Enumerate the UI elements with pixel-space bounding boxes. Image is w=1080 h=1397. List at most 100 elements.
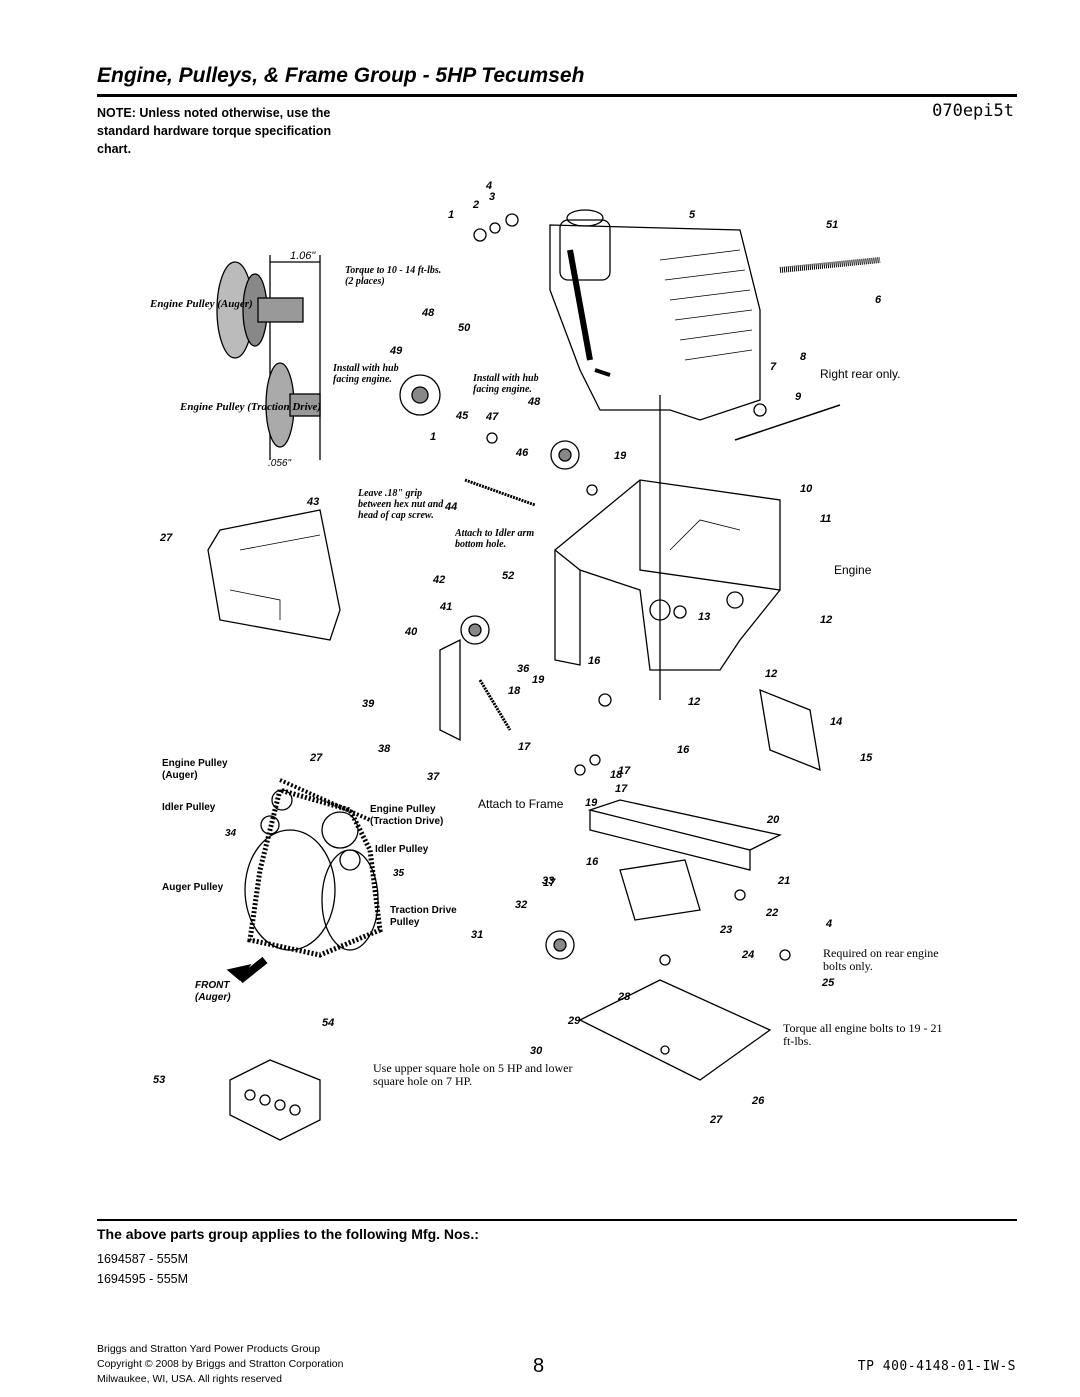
part-label: 4 [825, 918, 832, 930]
part-label: 30 [530, 1045, 543, 1057]
part-label: 27 [709, 1114, 723, 1126]
part-label: 26 [751, 1095, 765, 1107]
part-label: 10 [800, 483, 813, 495]
part-label: 53 [153, 1074, 165, 1086]
part-label: 43 [306, 496, 319, 508]
part-label: 54 [322, 1017, 334, 1029]
part-label: 42 [432, 574, 445, 586]
exploded-parts-diagram: 1.06" .056" Engine Pulley (Auger) Engine… [149, 180, 943, 1141]
part-label: 37 [427, 771, 440, 783]
note-engine: Engine [834, 563, 872, 577]
part-label: 18 [610, 769, 623, 781]
part-label: 14 [830, 716, 842, 728]
part-label: 39 [362, 698, 375, 710]
part-label: 5 [689, 209, 696, 221]
part-label: 47 [485, 411, 499, 423]
part-label: 15 [860, 752, 873, 764]
note-torque-pulley: Torque to 10 - 14 ft-lbs. (2 places) [345, 265, 442, 287]
part-label: 31 [471, 929, 483, 941]
mfg-number: 1694595 - 555M [97, 1272, 189, 1286]
belt-label-idler-pulley: Idler Pulley [162, 802, 216, 813]
mfg-number-list: 1694587 - 555M 1694595 - 555M [97, 1249, 188, 1289]
mfg-number: 1694587 - 555M [97, 1252, 189, 1266]
part-label: 3 [489, 191, 495, 203]
label-engine-pulley-auger: Engine Pulley (Auger) [149, 298, 253, 310]
frame-drawing [553, 479, 781, 671]
dim-bottom: .056" [268, 458, 291, 469]
part-label: 23 [719, 924, 732, 936]
part-label: 17 [615, 783, 628, 795]
part-label: 52 [502, 570, 514, 582]
part-label: 12 [688, 696, 700, 708]
label-engine-pulley-traction: Engine Pulley (Traction Drive) [179, 401, 321, 413]
part-label: 1 [430, 431, 436, 443]
hardware-parts [399, 213, 881, 1055]
part-label: 36 [517, 663, 530, 675]
part-label: 24 [741, 949, 754, 961]
note-torque-all: Torque all engine bolts to 19 - 21 ft-lb… [783, 1022, 943, 1048]
part-label: 29 [567, 1015, 581, 1027]
part-label: 16 [677, 744, 690, 756]
belt-label-34: 34 [225, 828, 237, 839]
belt-label-front: FRONT (Auger) [195, 980, 231, 1003]
part-label: 19 [585, 797, 598, 809]
applies-heading: The above parts group applies to the fol… [97, 1226, 479, 1242]
note-leave-grip: Leave .18" grip between hex nut and head… [358, 488, 444, 521]
belt-label-traction-drive-pulley: Traction Drive Pulley [390, 905, 457, 928]
footer-company: Briggs and Stratton Yard Power Products … [97, 1343, 321, 1355]
belt-label-engine-pulley-traction: Engine Pulley (Traction Drive) [370, 804, 444, 827]
part-label: 11 [820, 513, 831, 525]
part-label: 25 [821, 977, 835, 989]
page-number: 8 [533, 1355, 545, 1377]
part-label: 19 [532, 674, 545, 686]
annotations: Torque to 10 - 14 ft-lbs. (2 places) Ins… [333, 265, 943, 1088]
applies-rule [97, 1219, 1017, 1221]
dim-top: 1.06" [290, 250, 316, 262]
part-label: 28 [617, 991, 631, 1003]
part-label: 38 [378, 743, 391, 755]
part-label: 40 [404, 626, 418, 638]
part-label: 41 [439, 601, 452, 613]
part-label: 6 [875, 294, 882, 306]
part-label: 1 [448, 209, 454, 221]
part-label: 4 [485, 180, 492, 192]
part-label: 32 [515, 899, 527, 911]
tp-number: TP 400-4148-01-IW-S [857, 1359, 1016, 1374]
part-label: 22 [765, 907, 778, 919]
part-label: 46 [515, 447, 529, 459]
part-label: 16 [586, 856, 599, 868]
lower-plates-drawing [229, 799, 782, 1141]
part-label: 27 [309, 752, 323, 764]
part-label: 44 [444, 501, 457, 513]
belt-routing-labels: Engine Pulley (Auger) Idler Pulley 34 En… [162, 758, 457, 1003]
part-label: 50 [458, 322, 471, 334]
note-attach-frame: Attach to Frame [478, 797, 564, 811]
belt-label-idler-pulley-2: Idler Pulley [375, 844, 429, 855]
belt-label-35: 35 [393, 868, 405, 879]
part-label: 48 [527, 396, 541, 408]
part-label: 12 [820, 614, 832, 626]
title-rule [97, 94, 1017, 97]
part-label: 12 [765, 668, 777, 680]
part-label: 48 [421, 307, 435, 319]
note-right-rear: Right rear only. [820, 367, 900, 381]
part-label: 49 [389, 345, 403, 357]
part-label: 17 [543, 877, 556, 889]
part-label: 33 [542, 875, 554, 887]
note-required-rear: Required on rear engine bolts only. [823, 947, 939, 973]
part-label: 20 [766, 814, 780, 826]
part-label: 9 [795, 391, 802, 403]
belt-cover-drawing [207, 509, 341, 641]
part-label: 13 [698, 611, 710, 623]
footer-location: Milwaukee, WI, USA. All rights reserved [97, 1373, 282, 1385]
part-label: 45 [455, 410, 469, 422]
part-label: 51 [826, 219, 838, 231]
note-install-hub-1: Install with hub facing engine. [333, 363, 399, 385]
belt-label-auger-pulley: Auger Pulley [162, 882, 224, 893]
belt-label-engine-pulley-auger: Engine Pulley (Auger) [162, 758, 228, 781]
pulley-dimension-detail: 1.06" .056" Engine Pulley (Auger) Engine… [149, 250, 321, 469]
part-label: 2 [472, 199, 479, 211]
part-number-labels: 1 2 3 4 5 51 6 7 8 9 10 11 12 12 12 13 1… [153, 180, 882, 1126]
part-label: 17 [618, 765, 631, 777]
diagram-code: 070epi5t [932, 101, 1014, 121]
